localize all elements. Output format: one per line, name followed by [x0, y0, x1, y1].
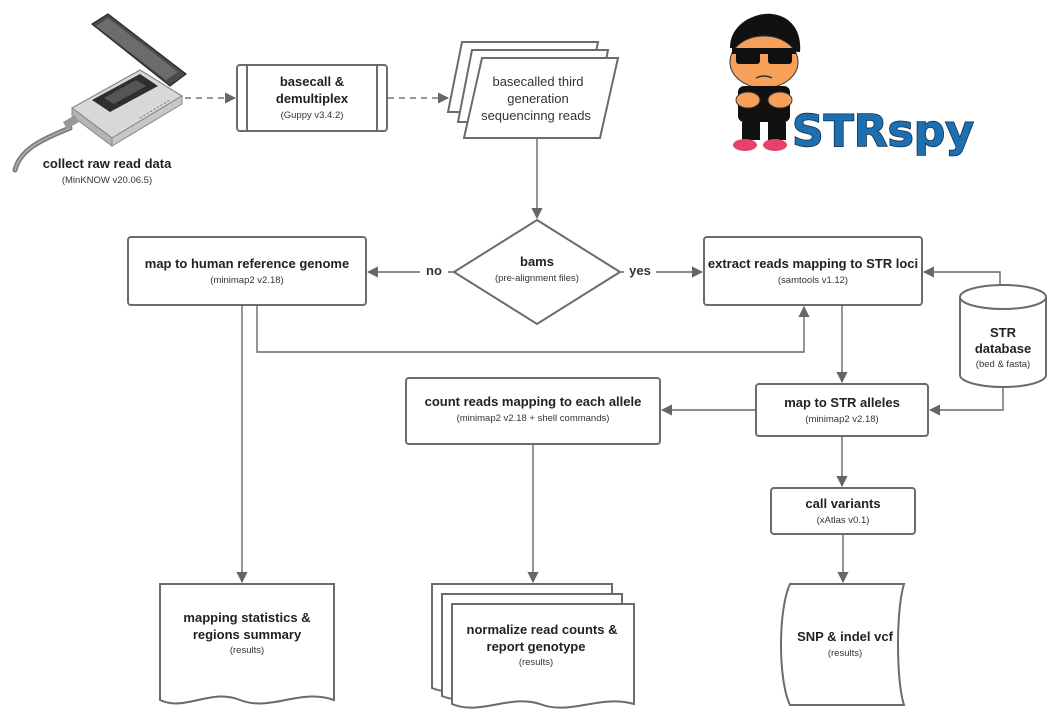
- mapping-stats-sub: (results): [230, 645, 264, 656]
- normalize-output: normalize read counts & report genotype …: [431, 583, 635, 709]
- decision-title: bams: [520, 254, 554, 269]
- reads-title-2: generation: [507, 91, 568, 106]
- mapping-stats-title-1: mapping statistics &: [183, 610, 310, 625]
- basecall-node: basecall & demultiplex (Guppy v3.4.2): [236, 64, 388, 132]
- device-label: collect raw read data: [43, 156, 172, 171]
- extract-node: extract reads mapping to STR loci (samto…: [703, 236, 923, 306]
- map-reference-tool: (minimap2 v2.18): [210, 275, 283, 286]
- vcf-sub: (results): [828, 648, 862, 659]
- call-variants-node: call variants (xAtlas v0.1): [770, 487, 916, 535]
- basecall-title-1: basecall &: [280, 74, 344, 89]
- reads-title-1: basecalled third: [492, 74, 583, 89]
- minion-sequencer-icon: [12, 13, 187, 173]
- call-variants-title: call variants: [805, 496, 880, 511]
- map-reference-title: map to human reference genome: [145, 256, 349, 271]
- str-database-title-2: database: [975, 341, 1031, 356]
- mapping-stats-title-2: regions summary: [193, 627, 302, 642]
- decision-sub: (pre-alignment files): [495, 273, 579, 284]
- str-database-sub: (bed & fasta): [976, 359, 1030, 370]
- edge-label-no: no: [426, 263, 442, 278]
- strspy-mascot-icon: [729, 13, 801, 151]
- count-reads-title: count reads mapping to each allele: [425, 394, 642, 409]
- device-sublabel: (MinKNOW v20.06.5): [62, 175, 152, 186]
- reads-node: basecalled third generation sequencinng …: [446, 41, 620, 139]
- map-reference-node: map to human reference genome (minimap2 …: [127, 236, 367, 306]
- call-variants-tool: (xAtlas v0.1): [817, 515, 870, 526]
- normalize-title-2: report genotype: [487, 639, 586, 654]
- str-database-title-1: STR: [990, 325, 1017, 340]
- normalize-title-1: normalize read counts &: [467, 622, 618, 637]
- str-database-node: STR database (bed & fasta): [959, 284, 1047, 388]
- normalize-sub: (results): [519, 657, 553, 668]
- map-alleles-title: map to STR alleles: [784, 395, 900, 410]
- vcf-output: SNP & indel vcf (results): [780, 583, 906, 706]
- map-alleles-tool: (minimap2 v2.18): [805, 414, 878, 425]
- extract-tool: (samtools v1.12): [778, 275, 848, 286]
- extract-title: extract reads mapping to STR loci: [708, 256, 918, 271]
- count-reads-node: count reads mapping to each allele (mini…: [405, 377, 661, 445]
- bams-decision: bams (pre-alignment files): [452, 218, 622, 326]
- map-alleles-node: map to STR alleles (minimap2 v2.18): [755, 383, 929, 437]
- basecall-title-2: demultiplex: [276, 91, 349, 106]
- strspy-logo-text: STRspy: [792, 106, 974, 157]
- vcf-title: SNP & indel vcf: [797, 629, 894, 644]
- basecall-tool: (Guppy v3.4.2): [281, 110, 344, 121]
- reads-title-3: sequencinng reads: [481, 108, 591, 123]
- count-reads-tool: (minimap2 v2.18 + shell commands): [457, 413, 610, 424]
- edge-label-yes: yes: [629, 263, 651, 278]
- mapping-stats-output: mapping statistics & regions summary (re…: [159, 583, 335, 705]
